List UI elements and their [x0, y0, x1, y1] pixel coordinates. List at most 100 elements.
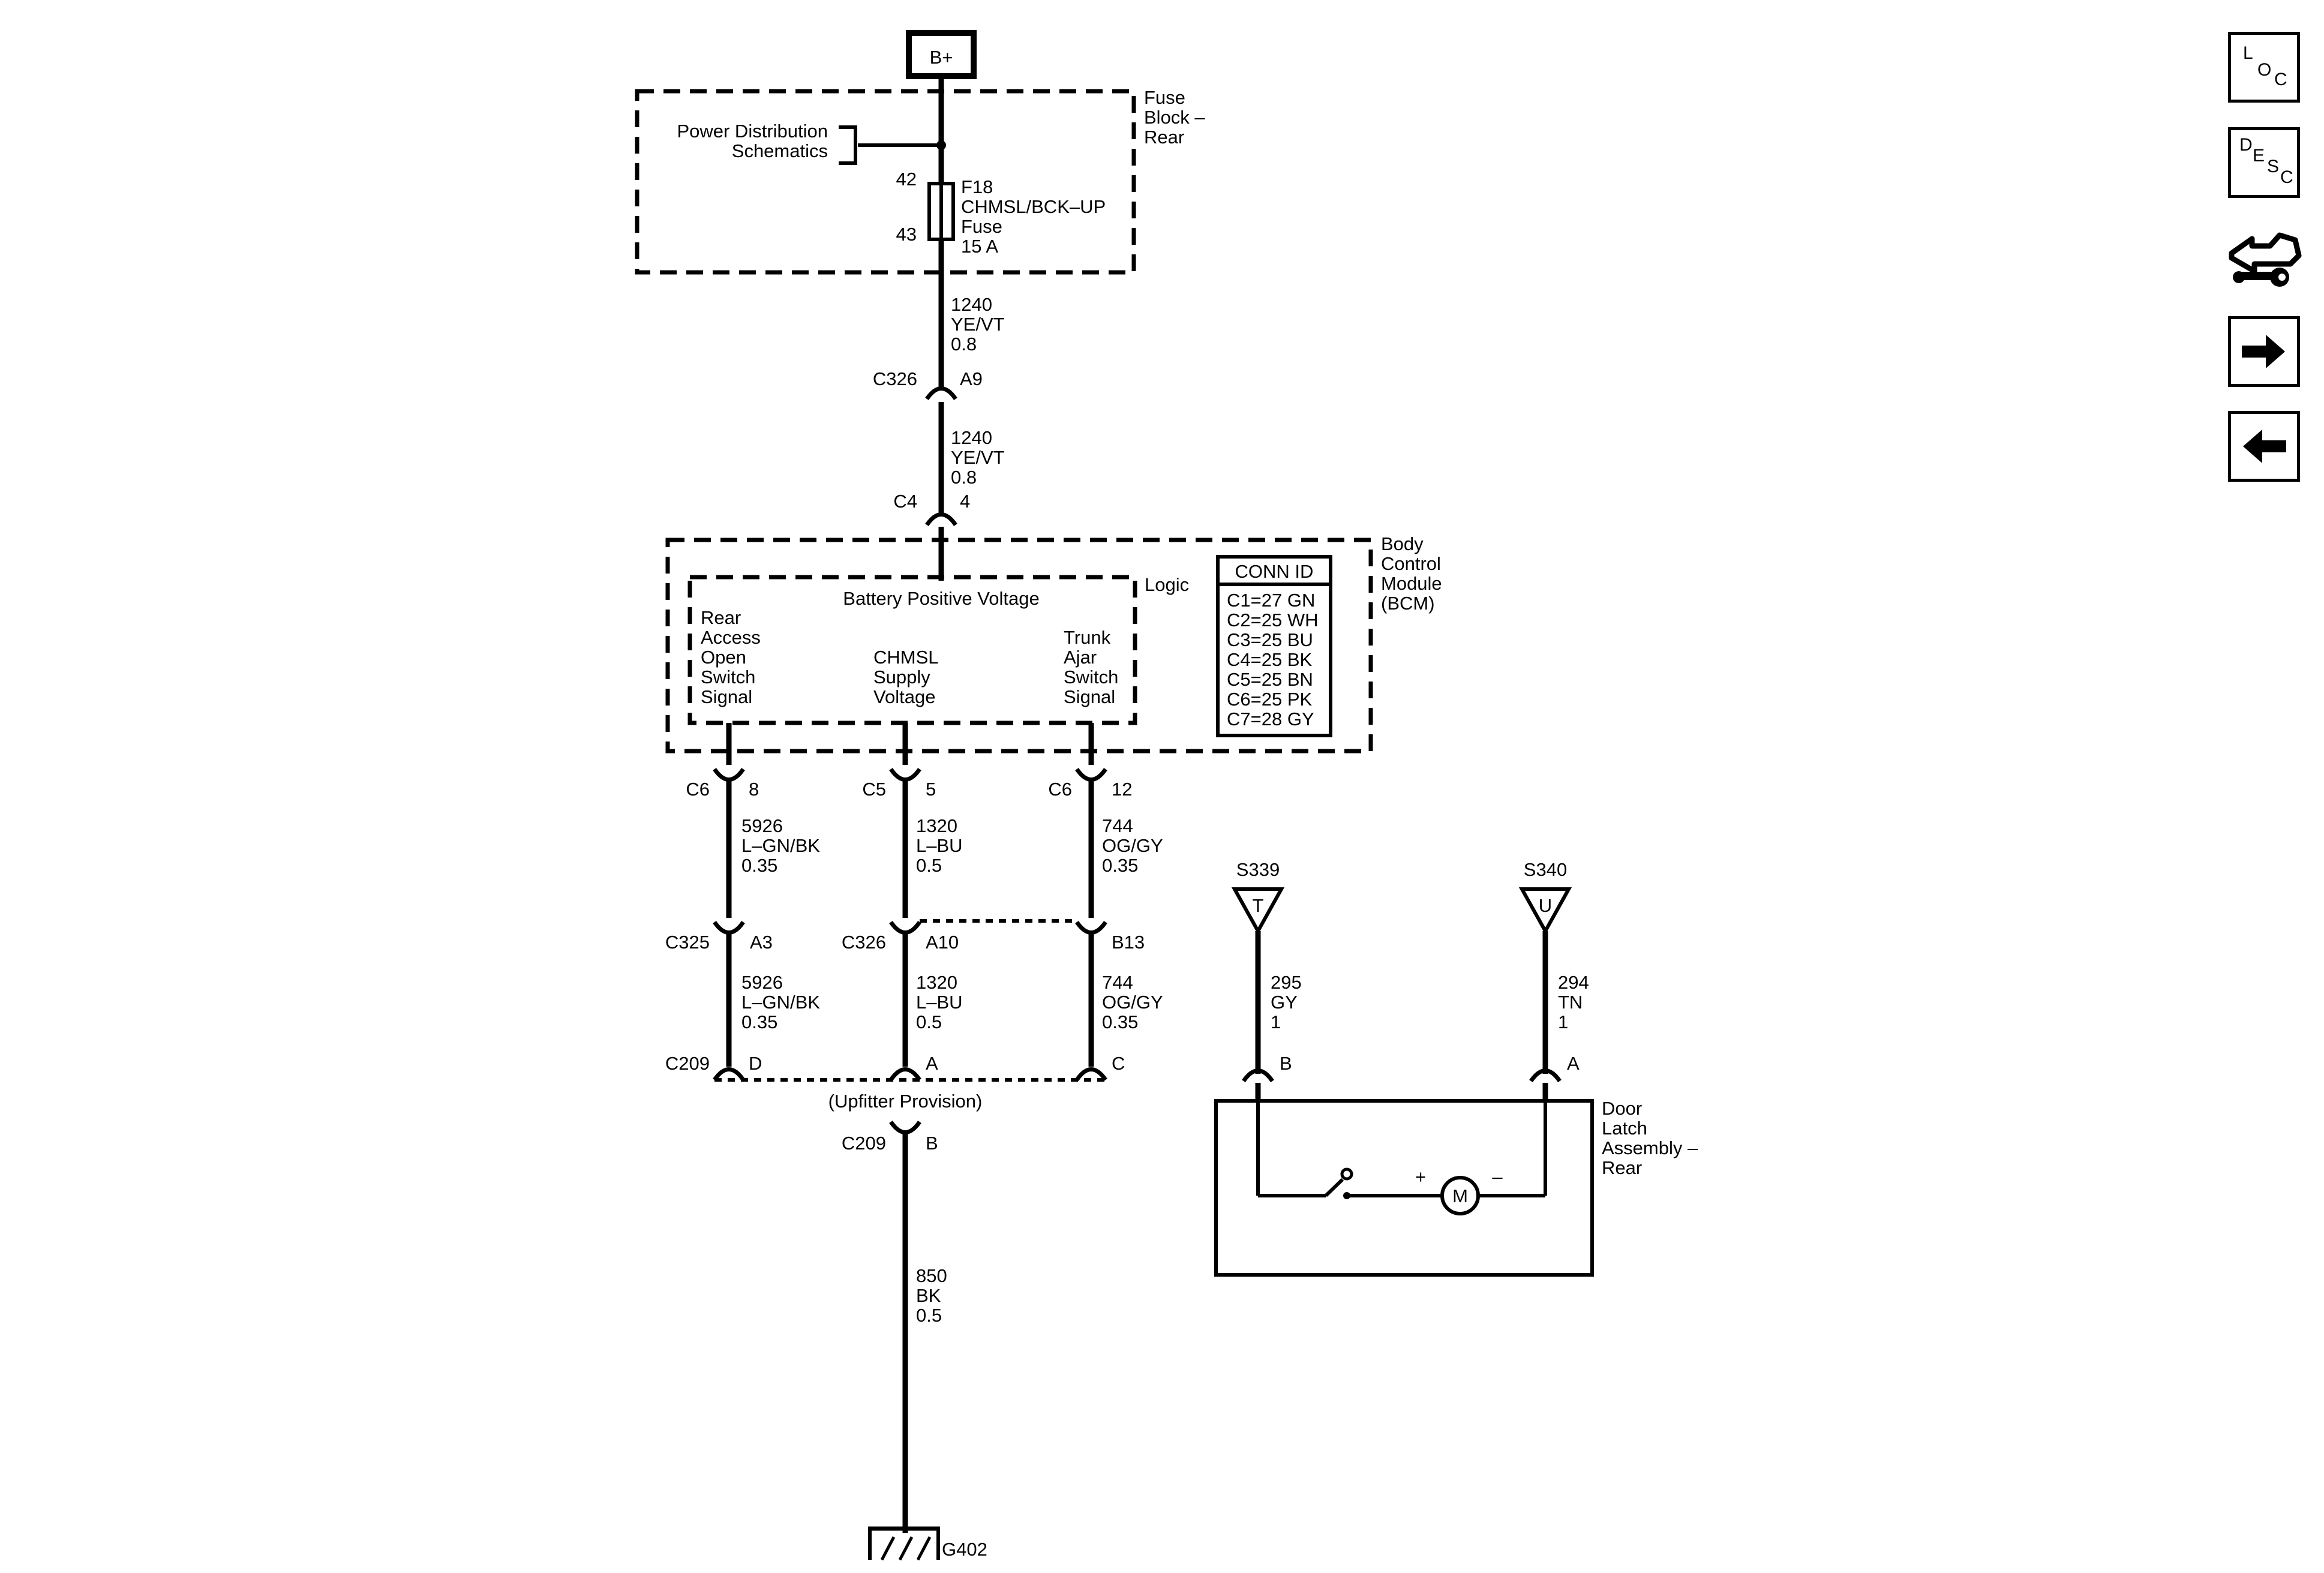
connector-c5 — [889, 767, 921, 782]
loc-letter-c: C — [2274, 70, 2287, 89]
connector-c326-name: C326 — [873, 368, 917, 389]
connector-c209-b — [889, 1120, 921, 1134]
wire-850-color: BK — [916, 1285, 941, 1306]
door-latch-label-4: Rear — [1602, 1157, 1642, 1178]
motor-plus: + — [1415, 1166, 1426, 1187]
bcm-label-1: Body — [1381, 533, 1424, 554]
fuse-block-label-1: Fuse — [1144, 87, 1185, 108]
connector-c5-name: C5 — [862, 779, 886, 800]
connector-c209-d — [713, 1067, 745, 1082]
motor-symbol — [1440, 1176, 1480, 1215]
next-page-button[interactable] — [2228, 316, 2300, 387]
arrow-left-icon — [2243, 430, 2286, 463]
previous-page-button[interactable] — [2228, 411, 2300, 482]
wire-5926b-color: L–GN/BK — [741, 992, 820, 1013]
splice-s340-name: S340 — [1524, 859, 1567, 880]
battery-label: B+ — [930, 47, 953, 68]
door-latch-internal-circuit — [1256, 1101, 1547, 1215]
connector-c209-name: C209 — [665, 1053, 710, 1074]
fuse-block-outline — [635, 89, 1136, 275]
wire-5926a-circuit: 5926 — [741, 815, 783, 836]
conn-id-table: CONN ID C1=27 GN C2=25 WH C3=25 BU C4=25… — [1216, 555, 1332, 737]
wire-744b-color: OG/GY — [1102, 992, 1163, 1013]
conn-id-row-2: C2=25 WH — [1227, 610, 1318, 631]
wire-295-size: 1 — [1271, 1011, 1281, 1032]
rear-access-2: Access — [701, 627, 761, 648]
splice-s340-letter: U — [1539, 895, 1552, 916]
connector-c325-name: C325 — [665, 932, 710, 953]
connector-wrench-button[interactable] — [2228, 222, 2302, 293]
connector-wrench-icon — [2229, 232, 2302, 287]
loc-letter-o: O — [2257, 60, 2272, 80]
power-dist-label-1: Power Distribution — [677, 121, 828, 142]
wire-744a-color: OG/GY — [1102, 835, 1163, 856]
chmsl-2: Supply — [873, 667, 930, 688]
conn-id-row-6: C6=25 PK — [1227, 689, 1313, 710]
connector-c5-pin: 5 — [926, 779, 936, 800]
battery-positive-label: Battery Positive Voltage — [843, 588, 1039, 609]
conn-id-row-7: C7=28 GY — [1227, 709, 1314, 730]
wire-1320b-circuit: 1320 — [916, 972, 957, 993]
wire-850-size: 0.5 — [916, 1305, 942, 1326]
conn-id-row-4: C4=25 BK — [1227, 649, 1313, 670]
wire-1320a-circuit: 1320 — [916, 815, 957, 836]
connector-c209-pin-a: A — [926, 1053, 938, 1074]
motor-label: M — [1452, 1185, 1468, 1206]
connector-c209-c — [1075, 1067, 1107, 1082]
rear-access-1: Rear — [701, 607, 741, 628]
chmsl-3: Voltage — [873, 686, 935, 707]
conn-id-row-5: C5=25 BN — [1227, 669, 1313, 690]
connector-c6-right-name: C6 — [1048, 779, 1072, 800]
conn-id-row-1: C1=27 GN — [1227, 590, 1315, 611]
connector-c209-b-name: C209 — [842, 1133, 886, 1154]
connector-door-b-pin: B — [1280, 1053, 1292, 1074]
connector-c326-mid-name: C326 — [842, 932, 886, 953]
nav-panel: L O C D E S C — [2214, 27, 2302, 489]
connector-c326-b13 — [1075, 920, 1107, 935]
wire-294-circuit: 294 — [1558, 972, 1589, 993]
arrow-right-icon — [2242, 335, 2285, 368]
conn-id-row-3: C3=25 BU — [1227, 629, 1313, 650]
connector-c326-pin: A9 — [960, 368, 983, 389]
desc-letter-s: S — [2267, 157, 2280, 176]
connector-c326-a10 — [889, 920, 921, 935]
desc-button[interactable]: D E S C — [2228, 127, 2300, 198]
connector-c209-pin-c: C — [1112, 1053, 1125, 1074]
wire-1240a-size: 0.8 — [951, 334, 977, 355]
power-dist-label-2: Schematics — [732, 140, 828, 161]
connector-c326-mid-pin: A10 — [926, 932, 959, 953]
loc-letter-l: L — [2243, 43, 2253, 63]
wire-5926b-size: 0.35 — [741, 1011, 777, 1032]
battery-terminal: B+ — [906, 30, 977, 79]
upfitter-provision-label: (Upfitter Provision) — [828, 1091, 983, 1112]
door-latch-assembly — [1214, 1099, 1594, 1277]
connector-c209-pin-d: D — [749, 1053, 762, 1074]
power-dist-bracket — [839, 125, 857, 165]
fuse-type: Fuse — [961, 216, 1002, 237]
rear-access-3: Open — [701, 647, 746, 668]
wire-1240b-circuit: 1240 — [951, 427, 992, 448]
desc-letter-d: D — [2239, 135, 2253, 155]
connector-c4-name: C4 — [893, 491, 917, 512]
splice-s339-symbol — [1231, 887, 1285, 935]
connector-c6-left-name: C6 — [686, 779, 710, 800]
rear-access-4: Switch — [701, 667, 755, 688]
splice-s339-letter: T — [1253, 895, 1264, 916]
connector-c209-b-pin: B — [926, 1133, 938, 1154]
connector-c326-mid-pin2: B13 — [1112, 932, 1145, 953]
desc-letter-c: C — [2280, 167, 2293, 187]
door-latch-label-2: Latch — [1602, 1118, 1647, 1139]
bcm-label-4: (BCM) — [1381, 593, 1435, 614]
loc-button[interactable]: L O C — [2228, 32, 2300, 103]
wire-1240a-color: YE/VT — [951, 314, 1005, 335]
bcm-label-2: Control — [1381, 553, 1441, 574]
wire-5926a-color: L–GN/BK — [741, 835, 820, 856]
wire-1240a-circuit: 1240 — [951, 294, 992, 315]
desc-letter-e: E — [2253, 146, 2265, 166]
connector-c325-pin: A3 — [750, 932, 773, 953]
wire-1240b-color: YE/VT — [951, 447, 1005, 468]
door-latch-label-3: Assembly – — [1602, 1137, 1698, 1158]
wire-744b-circuit: 744 — [1102, 972, 1133, 993]
connector-c4 — [925, 512, 957, 527]
